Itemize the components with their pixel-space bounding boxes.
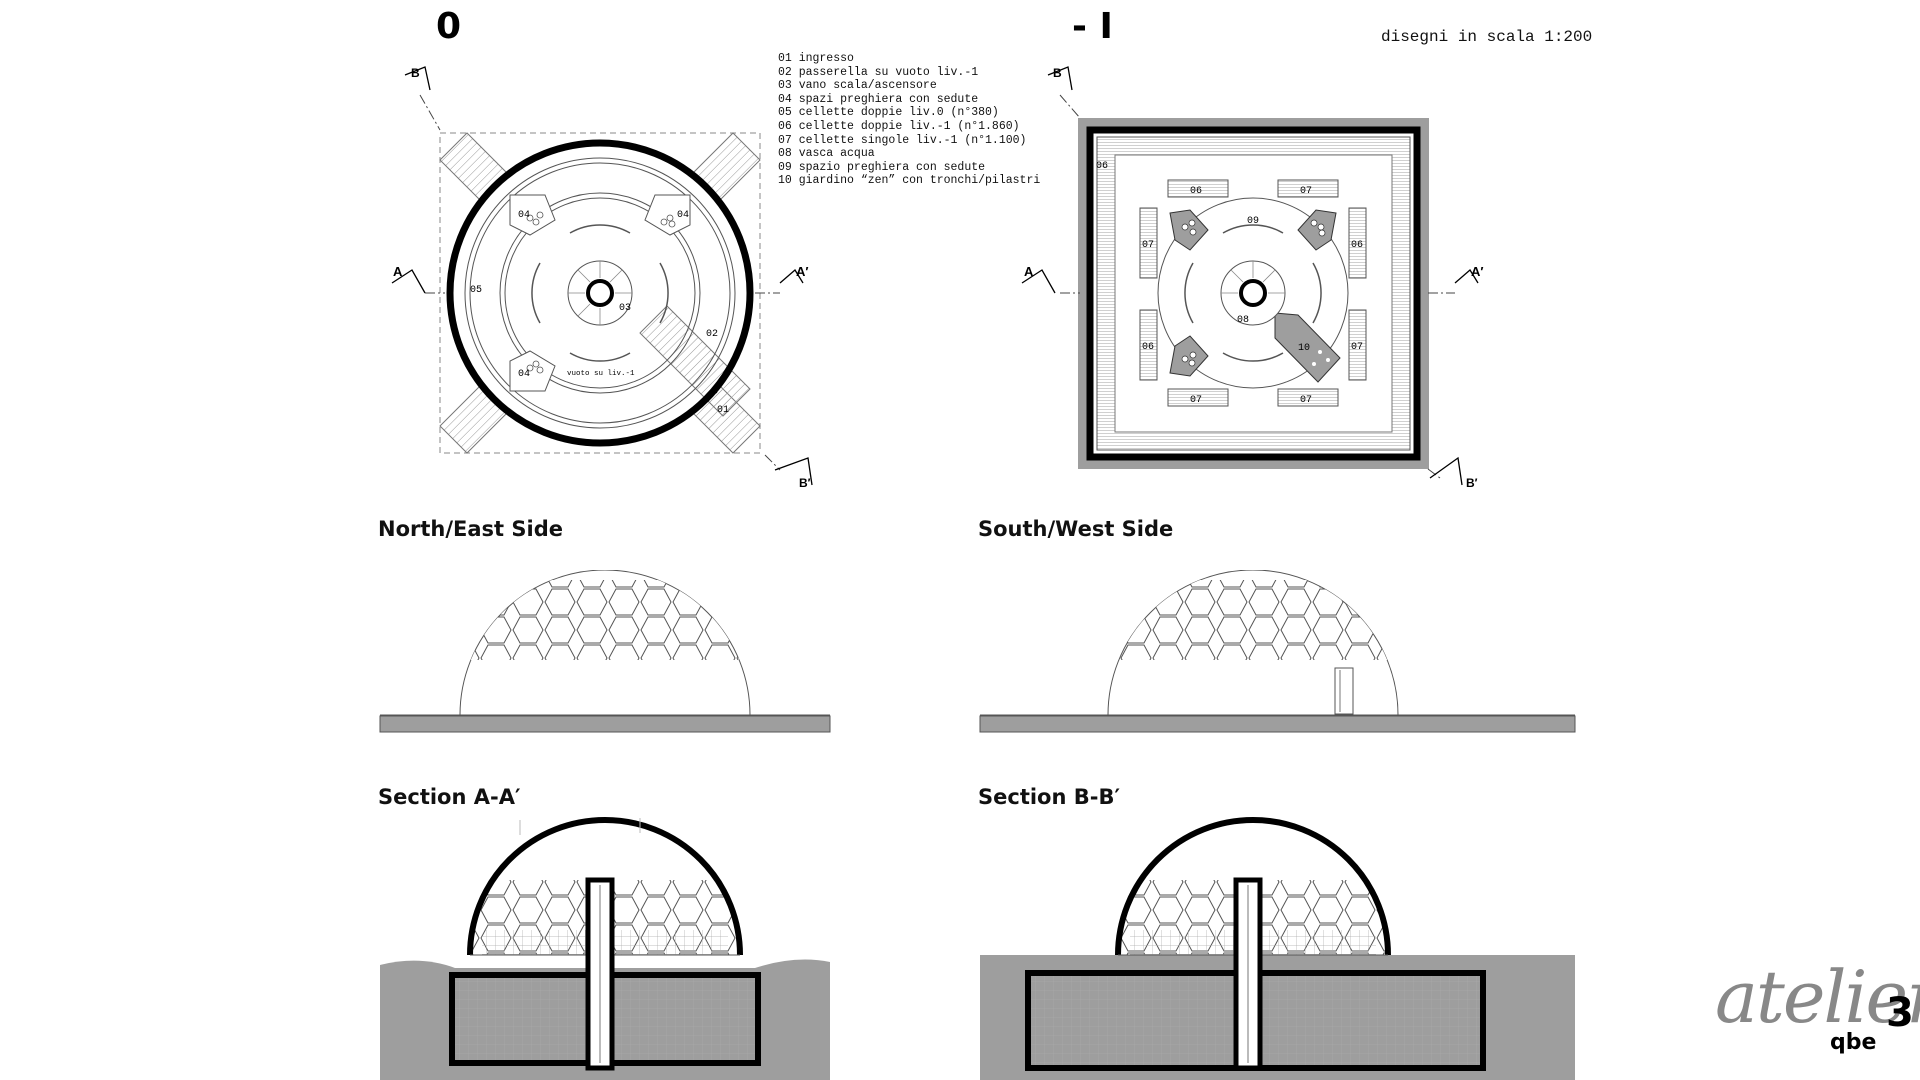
- logo-script: atelier: [1715, 955, 1920, 1039]
- elevation-north-east: [379, 570, 831, 733]
- label-07: 07: [1351, 342, 1363, 353]
- label-05: 05: [470, 285, 482, 296]
- label-06: 06: [1096, 161, 1108, 172]
- section-b-b: [980, 817, 1575, 1080]
- section-mark-a-prime: A′: [796, 264, 809, 279]
- level-minus1-title: - I: [1072, 6, 1113, 47]
- legend-item: 09 spazio preghiera con sedute: [778, 160, 986, 174]
- label-10: 10: [1298, 343, 1310, 354]
- label-04-sw: 04: [518, 369, 530, 380]
- label-09: 09: [1247, 216, 1259, 227]
- scale-note: disegni in scala 1:200: [1381, 28, 1593, 46]
- label-04-nw: 04: [518, 210, 530, 221]
- legend-item: 06 cellette doppie liv.-1 (n°1.860): [778, 119, 1020, 133]
- label-02: 02: [706, 329, 718, 340]
- plan-level-minus1: A A′ B B′ 06 06 07 07 06 06 07 07 07 08 …: [1021, 66, 1484, 490]
- label-07: 07: [1300, 395, 1312, 406]
- label-07: 07: [1300, 186, 1312, 197]
- label-void: vuoto su liv.-1: [567, 370, 635, 378]
- legend-item: 04 spazi preghiera con sedute: [778, 92, 979, 106]
- logo-brand: qbe: [1830, 1030, 1877, 1055]
- label-01: 01: [717, 405, 729, 416]
- heading-north-east-side: North/East Side: [378, 517, 563, 541]
- label-06: 06: [1142, 342, 1154, 353]
- section-mark-a-prime: A′: [1471, 264, 1484, 279]
- label-07: 07: [1190, 395, 1202, 406]
- legend-item: 07 cellette singole liv.-1 (n°1.100): [778, 133, 1027, 147]
- label-06: 06: [1351, 240, 1363, 251]
- level-0-title: 0: [436, 6, 462, 47]
- label-04-ne: 04: [677, 210, 689, 221]
- legend-item: 10 giardino “zen” con tronchi/pilastri: [778, 174, 1041, 188]
- section-mark-b-prime: B′: [1466, 476, 1478, 490]
- legend: 01 ingresso 02 passerella su vuoto liv.-…: [778, 52, 1040, 188]
- label-06: 06: [1190, 186, 1202, 197]
- plan-level-0: A A′ B B′ 01 02 03 04 04 04 05 vuoto su …: [391, 66, 813, 490]
- heading-section-bb: Section B-B′: [978, 785, 1121, 809]
- legend-item: 08 vasca acqua: [778, 147, 875, 161]
- section-mark-b: B: [411, 66, 420, 80]
- section-mark-b-prime: B′: [799, 476, 811, 490]
- legend-item: 01 ingresso: [778, 52, 854, 65]
- section-mark-b: B: [1053, 66, 1062, 80]
- legend-item: 02 passerella su vuoto liv.-1: [778, 65, 979, 79]
- logo-number: 3: [1886, 990, 1914, 1036]
- label-03: 03: [619, 303, 631, 314]
- section-mark-a: A: [1024, 264, 1034, 279]
- label-08: 08: [1237, 315, 1249, 326]
- elevation-south-west: [979, 570, 1576, 733]
- heading-south-west-side: South/West Side: [978, 517, 1174, 541]
- section-a-a: [380, 817, 830, 1080]
- label-07: 07: [1142, 240, 1154, 251]
- heading-section-aa: Section A-A′: [378, 785, 521, 809]
- legend-item: 05 cellette doppie liv.0 (n°380): [778, 106, 999, 120]
- legend-item: 03 vano scala/ascensore: [778, 79, 937, 93]
- section-mark-a: A: [393, 264, 403, 279]
